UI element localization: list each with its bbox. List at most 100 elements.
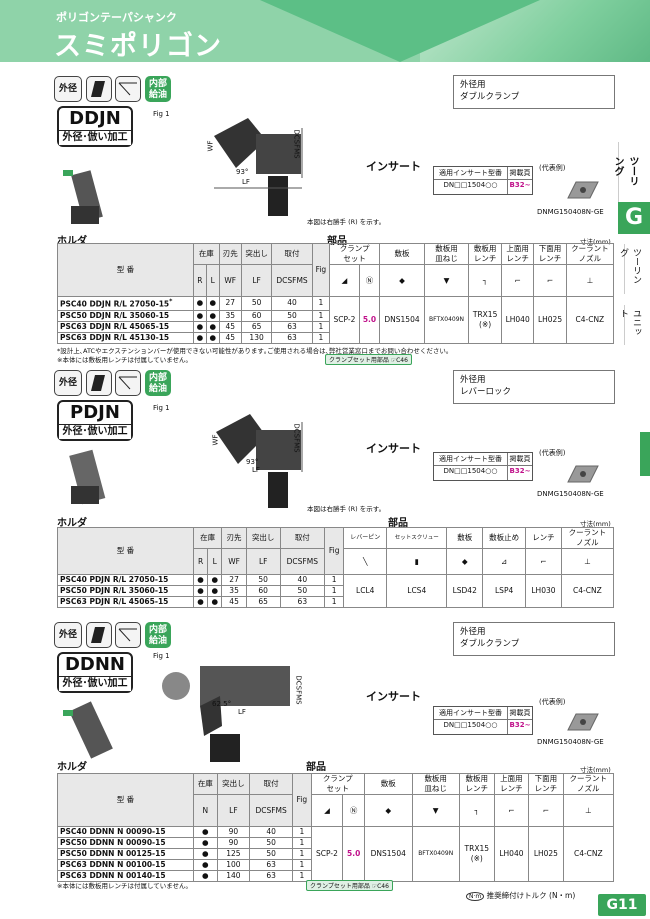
- holder-drawing-pdjn: [216, 414, 303, 508]
- clamp-type-box: 外径用ダブルクランプ: [453, 75, 615, 109]
- table-cell: 27: [221, 574, 247, 586]
- insert-example: DNMG150408N-GE: [537, 208, 604, 216]
- approach-angle-icon: [118, 628, 137, 642]
- clamp-set-link[interactable]: クランプセット用部品 ☞C46: [325, 354, 412, 365]
- part-icon-shim: ◆: [379, 264, 425, 297]
- th-part7: クーラント ノズル: [565, 243, 615, 265]
- holder-photo-pdjn: [69, 449, 106, 505]
- fig-note: 本図は右勝手 (R) を示す。: [307, 505, 386, 513]
- part2-value: LCS4: [386, 574, 448, 608]
- table-row: PSC63 DDNN N 00140-15: [57, 870, 194, 882]
- th-n: N: [193, 794, 218, 827]
- rhombus-55-icon: [91, 375, 105, 391]
- part6-value: C4-CNZ: [560, 574, 615, 608]
- table-cell: ●: [193, 309, 207, 322]
- clamp-type-line2: レバーロック: [460, 387, 512, 397]
- insert-page[interactable]: B32~: [509, 721, 531, 729]
- note-wrench: ※本体には敷板用レンチは付属していません｡: [57, 882, 189, 890]
- insert-head-model: 適用インサート型番: [434, 453, 508, 465]
- table-cell: 35: [221, 585, 247, 597]
- side-tab-tooling2[interactable]: ツーリング: [618, 244, 650, 294]
- part1-value: SCP-2: [310, 826, 344, 882]
- table-cell: 1: [324, 585, 345, 597]
- holder-table-ddnn: 型 番 在庫 突出し 取付 Fig クランプ セット 敷板 敷板用 皿ねじ 敷板…: [57, 773, 615, 882]
- dim-dcsfms: DCSFMS: [292, 423, 301, 453]
- side-tab-unit[interactable]: ユニット: [618, 305, 650, 345]
- th-dc2: DCSFMS: [279, 548, 326, 575]
- coolant-badge: 内部 給油: [145, 622, 171, 648]
- insert-label: インサート: [366, 160, 421, 173]
- torque-legend: N·m 推奨締付けトルク (N・m): [466, 890, 575, 901]
- side-tab-g[interactable]: G: [618, 202, 650, 234]
- th-part2: 敷板: [363, 773, 413, 795]
- dim-lf: LF: [252, 466, 260, 474]
- coolant-badge: 内部 給油: [145, 370, 171, 396]
- table-cell: 63: [279, 596, 326, 608]
- part-icon-screw: ▼: [411, 794, 460, 827]
- part-icon-nozzle: ⊥: [560, 548, 615, 575]
- th-part6: 下面用 レンチ: [533, 243, 567, 265]
- clamp-type-line1: 外径用: [460, 80, 486, 90]
- clamp-set-link[interactable]: クランプセット用部品 ☞C46: [306, 880, 393, 891]
- clamp-type-box: 外径用レバーロック: [453, 370, 615, 404]
- part-icon-nozzle: ⊥: [562, 794, 615, 827]
- table-cell: 1: [311, 320, 331, 333]
- table-cell: 1: [311, 296, 331, 311]
- side-marker: [640, 432, 650, 476]
- table-cell: 130: [240, 331, 273, 344]
- page-title: スミポリゴン: [54, 31, 222, 62]
- part7-value: C4-CNZ: [562, 826, 615, 882]
- holder-drawing-ddnn: [162, 666, 290, 762]
- unit-label: 寸法(mm): [580, 766, 611, 774]
- holder-label: ホルダ: [57, 762, 87, 773]
- holder-code: DDJN: [69, 108, 121, 129]
- th-model: 型 番: [57, 773, 194, 827]
- th-part7: クーラント ノズル: [562, 773, 615, 795]
- dim-angle: 93°: [246, 458, 259, 466]
- insert-page[interactable]: B32~: [509, 181, 531, 189]
- insert-page[interactable]: B32~: [509, 467, 531, 475]
- th-dc2: DCSFMS: [249, 794, 294, 827]
- unit-label: 寸法(mm): [580, 238, 611, 246]
- table-cell: 1: [311, 309, 331, 322]
- insert-example: DNMG150408N-GE: [537, 738, 604, 746]
- table-cell: 45: [221, 596, 247, 608]
- table-cell: ●: [207, 574, 223, 586]
- table-cell: ●: [193, 859, 218, 871]
- table-cell: 1: [292, 859, 312, 871]
- th-wf: 刃先: [221, 527, 247, 549]
- table-cell: 50: [271, 309, 313, 322]
- note-wrench: ※本体には敷板用レンチは付属していません｡: [57, 356, 189, 364]
- insert-angle-badge: [86, 622, 112, 648]
- th-part1: クランプ セット: [310, 773, 365, 795]
- fig-label: Fig 1: [153, 652, 170, 660]
- holder-table-ddjn: 型 番 在庫 刃先 突出し 取付 Fig クランプ セット 敷板 敷板用 皿ねじ…: [57, 243, 615, 344]
- table-row: PSC40 DDJN R/L 27050-15*: [57, 296, 194, 311]
- side-tab-tooling[interactable]: ツーリング: [612, 142, 650, 202]
- th-stock: 在庫: [193, 773, 218, 795]
- th-fig: Fig: [324, 527, 345, 575]
- rhombus-55-icon: [91, 627, 105, 643]
- table-row: PSC50 DDNN N 00090-15: [57, 837, 194, 849]
- torque-legend-text: 推奨締付けトルク (N・m): [486, 891, 576, 900]
- th-wf: 刃先: [218, 243, 242, 265]
- th-l: L: [207, 548, 223, 575]
- unit-label: 寸法(mm): [580, 520, 611, 528]
- holder-drawing-ddjn: [214, 118, 303, 216]
- table-cell: ●: [193, 331, 207, 344]
- table-cell: ●: [193, 826, 218, 838]
- insert-rep-label: (代表例): [539, 698, 566, 706]
- th-lf2: LF: [240, 264, 273, 297]
- approach-angle-badge: [115, 622, 141, 648]
- approach-angle-icon: [118, 82, 137, 96]
- th-lf2: LF: [216, 794, 251, 827]
- holder-code: DDNN: [64, 654, 125, 675]
- table-cell: ●: [193, 296, 207, 311]
- table-cell: 45: [218, 331, 242, 344]
- part3-value: BFTX0409N: [411, 826, 460, 882]
- table-cell: ●: [207, 585, 223, 597]
- table-row: PSC50 DDNN N 00125-15: [57, 848, 194, 860]
- part-icon-hexkey: ⌐: [500, 264, 535, 297]
